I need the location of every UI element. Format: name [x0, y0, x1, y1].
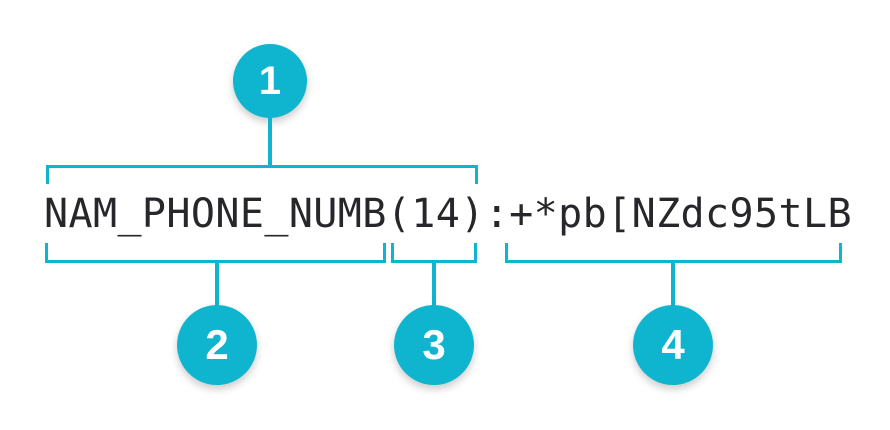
callout-2-badge: 2: [177, 305, 257, 385]
callout-2-number: 2: [205, 321, 229, 368]
callout-3-stem-line: [432, 263, 436, 307]
callout-2-stem-line: [215, 263, 219, 307]
length-segment: (14): [386, 191, 485, 237]
callout-2-bracket: [45, 243, 386, 263]
callout-4-bracket: [505, 243, 842, 263]
annotated-string: NAM_PHONE_NUMB(14):+*pb[NZdc95tLB: [44, 186, 890, 242]
callout-1-badge: 1: [233, 44, 307, 118]
callout-1-bracket: [46, 165, 478, 184]
callout-3-badge: 3: [394, 305, 474, 385]
callout-4-badge: 4: [633, 305, 713, 385]
callout-4-number: 4: [661, 321, 685, 368]
separator-segment: :: [484, 191, 510, 237]
callout-3-number: 3: [422, 321, 446, 368]
callout-1-stem-line: [268, 116, 272, 166]
callout-4-stem-line: [671, 263, 675, 307]
callout-1-number: 1: [258, 59, 282, 103]
callout-3-bracket: [391, 243, 477, 263]
value-segment: +*pb[NZdc95tLB: [509, 191, 852, 237]
field-name-segment: NAM_PHONE_NUMB: [44, 191, 387, 237]
